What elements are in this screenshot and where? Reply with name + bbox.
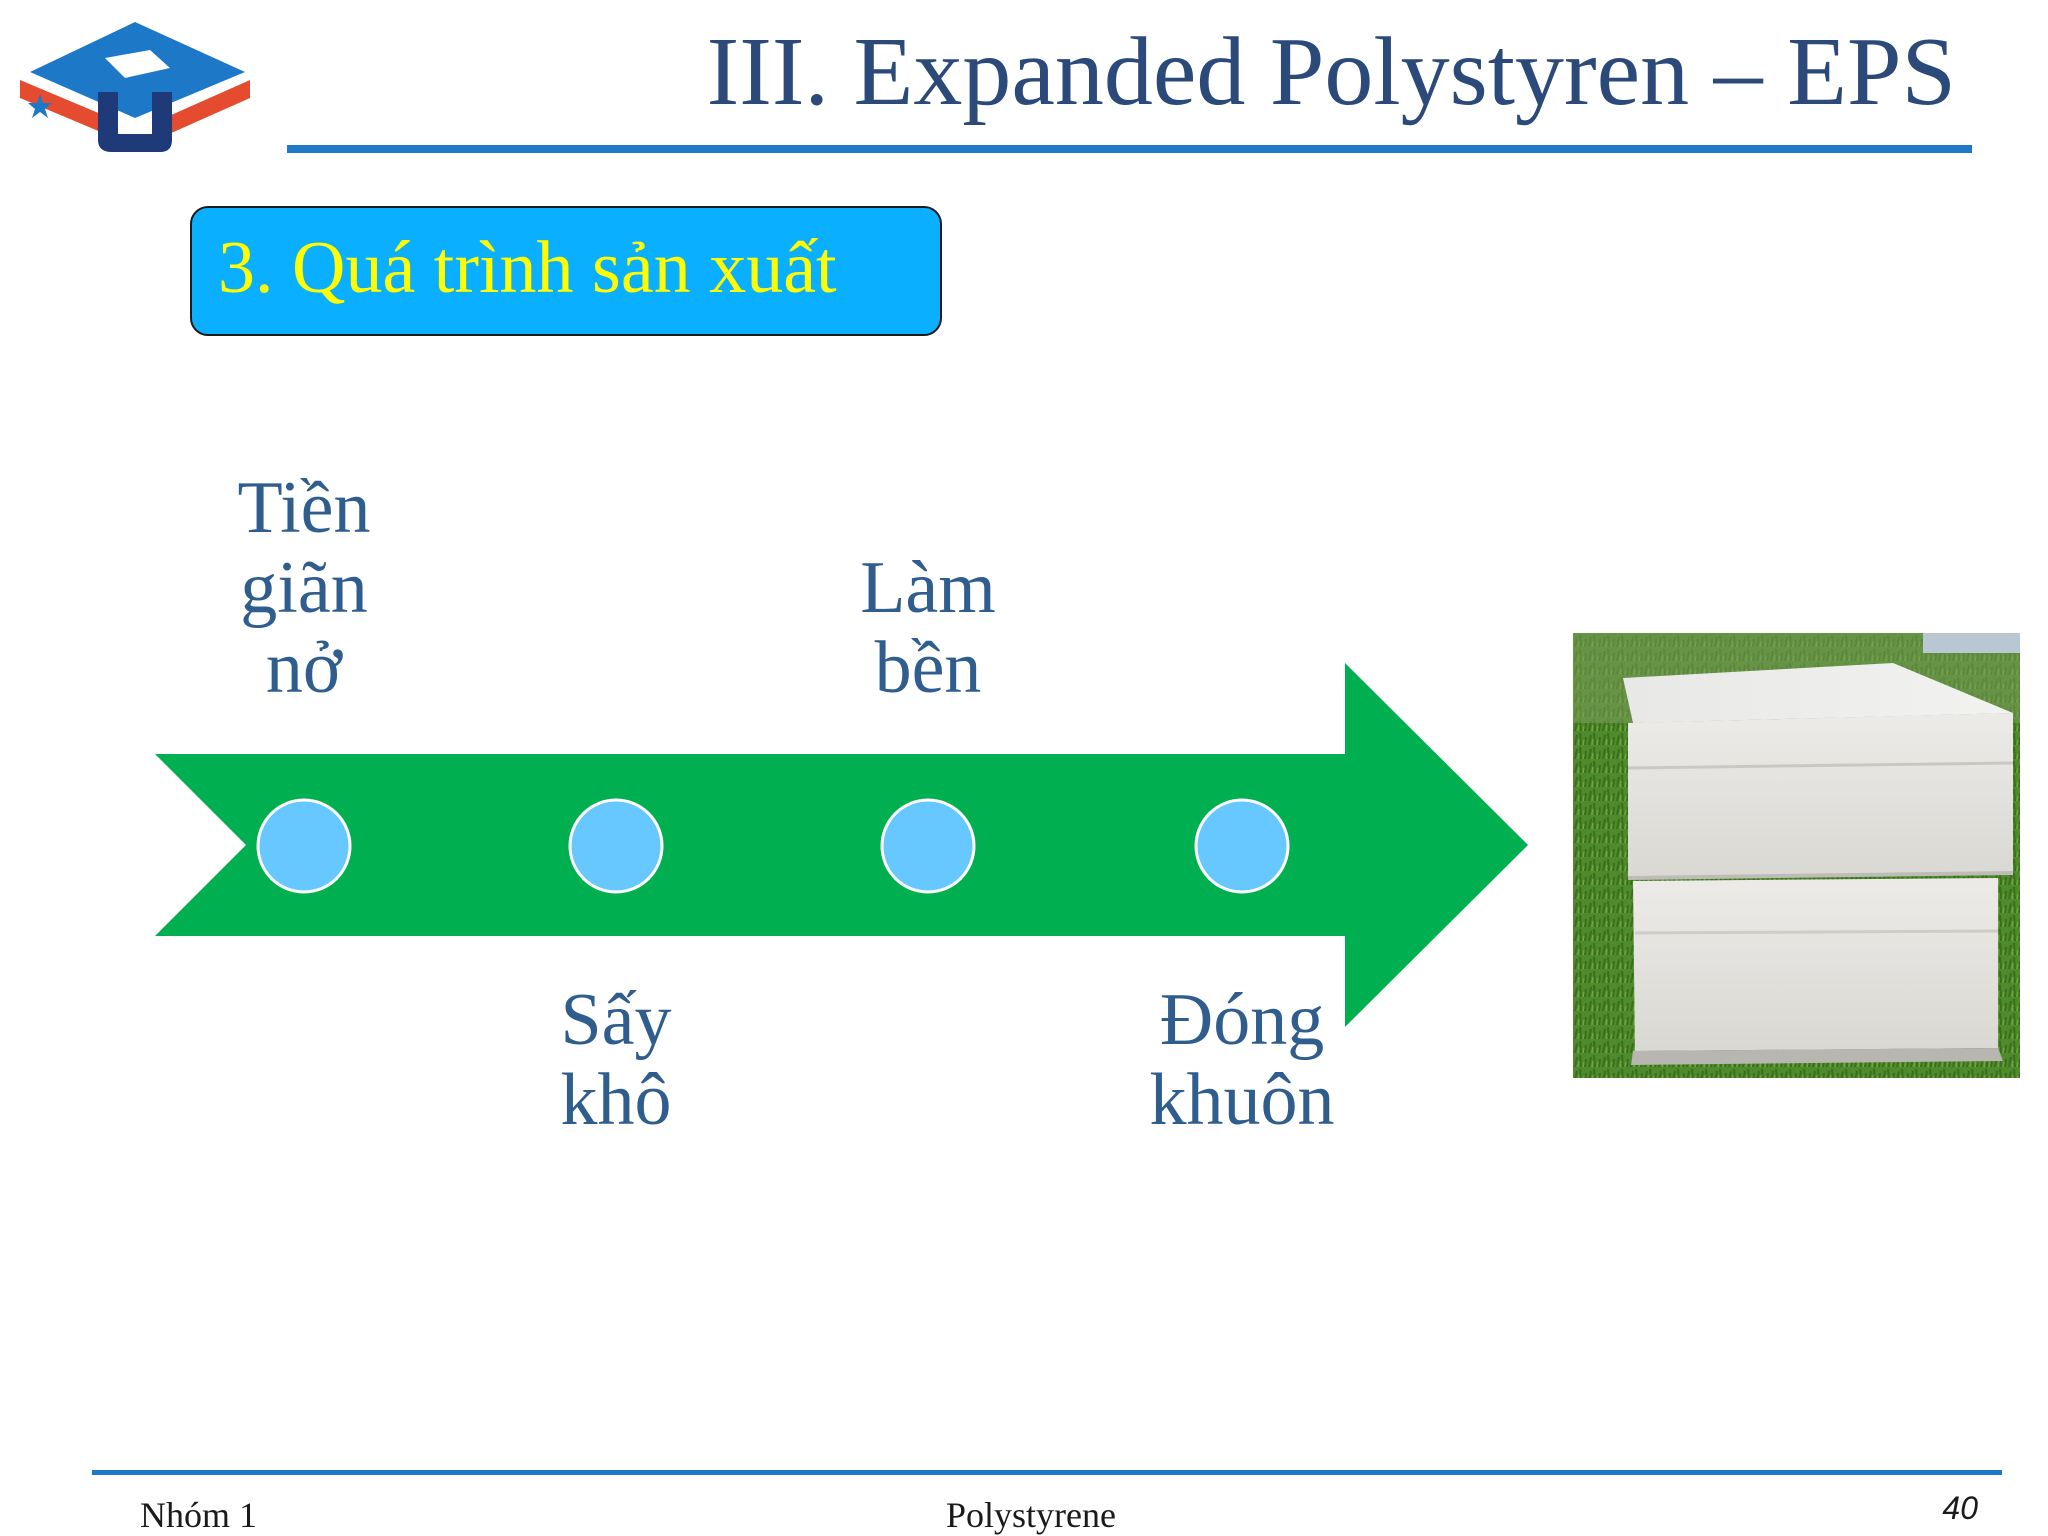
step-label-pre-expansion: Tiền giãn nở — [154, 468, 454, 708]
slide-title: III. Expanded Polystyren – EPS — [706, 18, 1956, 126]
section-heading-label: 3. Quá trình sản xuất — [218, 227, 837, 309]
arrow-shape — [155, 663, 1528, 1027]
university-logo — [20, 22, 250, 152]
logo-red-ribbon-right — [160, 80, 250, 138]
step-label-line: nở — [265, 627, 343, 709]
eps-blocks-photo — [1573, 633, 2020, 1078]
logo-red-ribbon — [20, 80, 115, 138]
logo-white-mark — [105, 50, 170, 78]
step-label-line: Sấy — [560, 979, 672, 1061]
step-label-curing: Làm bền — [778, 548, 1078, 708]
step-label-line: Làm — [860, 547, 996, 629]
step-label-drying: Sấy khô — [466, 980, 766, 1140]
eps-block-lower — [1633, 878, 1998, 1051]
page-number: 40 — [1942, 1490, 1978, 1526]
footer-group-name: Nhóm 1 — [140, 1495, 257, 1535]
step-label-line: bền — [874, 627, 982, 709]
step-label-line: khuôn — [1149, 1059, 1335, 1141]
step-dot-1 — [256, 798, 352, 894]
step-dot-2 — [568, 798, 664, 894]
step-dot-3 — [880, 798, 976, 894]
logo-navy-letter — [98, 92, 172, 152]
title-divider — [287, 145, 1972, 153]
step-dot-4 — [1194, 798, 1290, 894]
step-label-molding: Đóng khuôn — [1092, 980, 1392, 1140]
footer-divider — [92, 1470, 2002, 1475]
section-heading-box: 3. Quá trình sản xuất — [190, 206, 942, 336]
star-icon — [28, 94, 52, 118]
eps-block-top — [1623, 663, 2013, 723]
eps-block-upper — [1628, 713, 2013, 878]
footer-topic: Polystyrene — [946, 1495, 1116, 1535]
step-label-line: Đóng — [1159, 979, 1325, 1061]
step-label-line: Tiền — [237, 467, 371, 549]
step-label-line: khô — [560, 1059, 672, 1141]
step-label-line: giãn — [240, 547, 368, 629]
